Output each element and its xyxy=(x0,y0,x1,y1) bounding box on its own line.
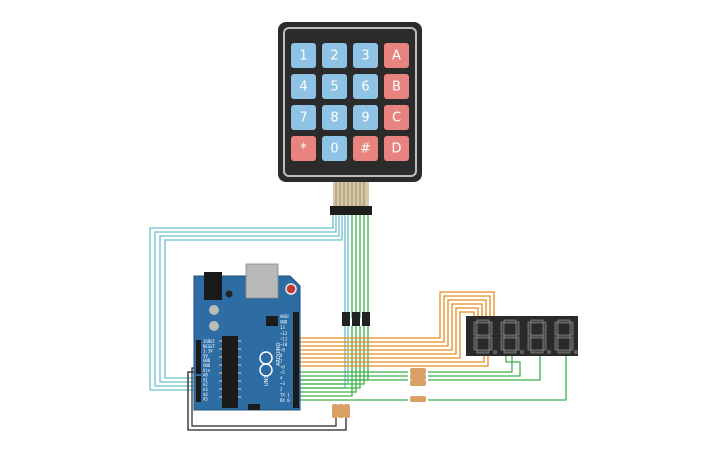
power-pin-label: A1 xyxy=(203,377,208,382)
key-label: C xyxy=(392,111,401,126)
key-label: 4 xyxy=(299,80,307,95)
key-B[interactable]: B xyxy=(384,74,409,99)
key-label: 2 xyxy=(330,49,338,64)
resistor-bank-lower xyxy=(332,404,350,418)
power-pin-label: 5V xyxy=(203,353,208,358)
ground-wire xyxy=(187,371,347,431)
key-label: 3 xyxy=(361,49,369,64)
key-label: 9 xyxy=(361,111,369,126)
key-4[interactable]: 4 xyxy=(291,74,316,99)
digital-pin-label: ~11 xyxy=(280,336,288,341)
arduino-logo: UNO ARDUINO xyxy=(259,342,282,386)
power-pin-label: Vin xyxy=(203,368,211,373)
digital-pin-label: RX 0 xyxy=(280,398,290,403)
keypad: 1 2 3 A 4 5 6 B 7 8 9 C * 0 # D xyxy=(278,22,422,215)
arduino-brand: ARDUINO xyxy=(276,342,282,366)
key-D[interactable]: D xyxy=(384,136,409,161)
key-8[interactable]: 8 xyxy=(322,105,347,130)
power-header xyxy=(196,340,201,374)
key-label: # xyxy=(360,142,371,157)
key-6[interactable]: 6 xyxy=(353,74,378,99)
wire-clip xyxy=(362,312,370,326)
digit-4 xyxy=(554,319,578,354)
seven-segment-display xyxy=(466,316,578,356)
digital-pin-label: ~5 xyxy=(280,370,285,375)
keypad-column-wires xyxy=(300,214,369,397)
power-jack xyxy=(204,272,222,300)
analog-header xyxy=(196,376,201,402)
key-5[interactable]: 5 xyxy=(322,74,347,99)
key-label: 1 xyxy=(299,49,307,64)
key-0[interactable]: 0 xyxy=(322,136,347,161)
key-3[interactable]: 3 xyxy=(353,43,378,68)
key-*[interactable]: * xyxy=(291,136,316,161)
usb-port xyxy=(245,263,279,299)
keypad-connector xyxy=(330,206,372,215)
segment-wires xyxy=(300,291,495,367)
power-pin-label: A2 xyxy=(203,382,208,387)
digit-1 xyxy=(473,319,497,354)
key-label: 6 xyxy=(361,80,369,95)
digital-header xyxy=(293,312,299,408)
power-pin-label: A4 xyxy=(203,392,208,397)
digital-pin-label: TX 1 xyxy=(280,392,290,397)
power-pin-label: A0 xyxy=(203,373,208,378)
digital-pin-label: ~12 xyxy=(280,331,288,336)
digital-pin-label: 4 xyxy=(280,376,283,381)
key-A[interactable]: A xyxy=(384,43,409,68)
arduino-uno: UNO ARDUINO AREFGND13~12~11~10~987~6~54~… xyxy=(193,263,301,411)
resistor-bank xyxy=(410,368,426,402)
key-9[interactable]: 9 xyxy=(353,105,378,130)
power-pin-label: RESET xyxy=(203,344,216,349)
microcontroller-chip xyxy=(222,336,238,408)
digital-pin-label: ~9 xyxy=(280,348,285,353)
digital-pin-label: 13 xyxy=(280,325,285,330)
wire-clip xyxy=(342,312,350,326)
key-2[interactable]: 2 xyxy=(322,43,347,68)
key-label: 0 xyxy=(330,142,338,157)
uno-label: UNO xyxy=(264,375,270,386)
wire-clip xyxy=(352,312,360,326)
key-label: 5 xyxy=(330,80,338,95)
digital-pin-label: AREF xyxy=(280,314,290,319)
key-1[interactable]: 1 xyxy=(291,43,316,68)
key-7[interactable]: 7 xyxy=(291,105,316,130)
digit-select-wires xyxy=(300,356,567,401)
power-pin-label: 3.3V xyxy=(203,349,213,354)
key-label: B xyxy=(392,80,401,95)
key-#[interactable]: # xyxy=(353,136,378,161)
power-pin-label: A5 xyxy=(203,397,208,402)
key-label: 8 xyxy=(330,111,338,126)
digital-pin-label: 2 xyxy=(280,387,283,392)
digit-3 xyxy=(527,319,551,354)
power-pin-label: GND xyxy=(203,363,211,368)
key-label: A xyxy=(392,49,401,64)
digital-pin-label: ~3 xyxy=(280,381,285,386)
keypad-ribbon xyxy=(333,182,369,206)
digital-pin-label: 7 xyxy=(280,359,283,364)
digital-pin-label: ~10 xyxy=(280,342,288,347)
digital-pin-label: GND xyxy=(280,320,288,325)
power-pin-label: A3 xyxy=(203,387,208,392)
digital-pin-label: 8 xyxy=(280,353,283,358)
power-pin-label: GND xyxy=(203,358,211,363)
digit-2 xyxy=(500,319,524,354)
power-pin-label: IOREF xyxy=(203,339,216,344)
key-label: D xyxy=(391,142,401,157)
key-label: 7 xyxy=(299,111,307,126)
digital-pin-label: ~6 xyxy=(280,364,285,369)
key-C[interactable]: C xyxy=(384,105,409,130)
reset-button[interactable] xyxy=(285,283,297,295)
key-label: * xyxy=(300,142,307,157)
